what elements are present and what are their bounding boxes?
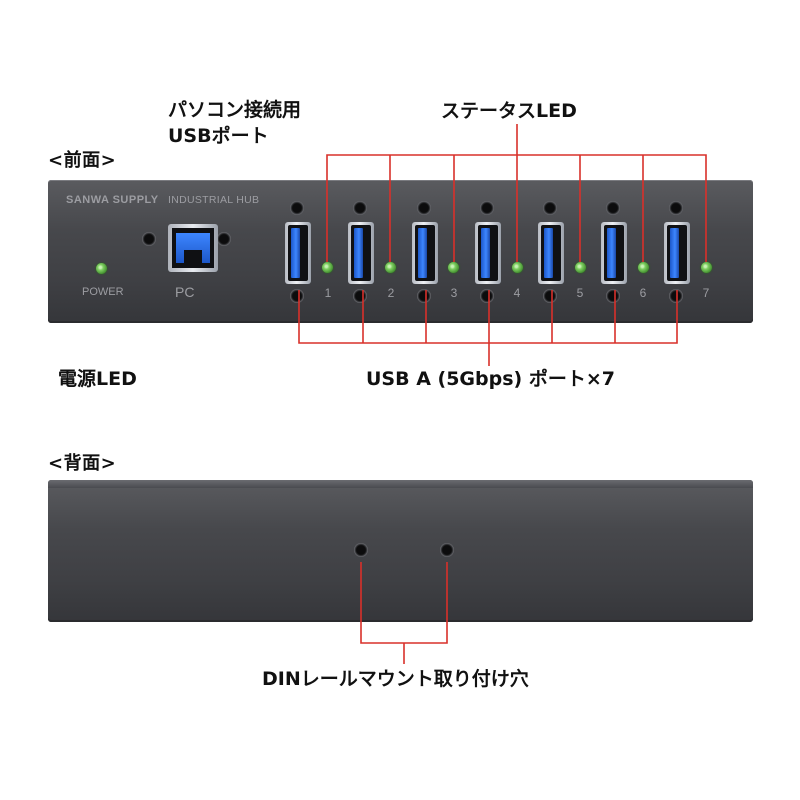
screw-hole xyxy=(606,289,620,303)
port-number-7: 7 xyxy=(702,286,710,300)
screw-hole xyxy=(290,289,304,303)
status-led-5 xyxy=(575,262,586,273)
usb-a-port-1[interactable] xyxy=(285,222,311,284)
status-led-callout: ステータスLED xyxy=(441,100,577,122)
power-led-callout: 電源LED xyxy=(58,368,137,390)
usb-a-port-4[interactable] xyxy=(475,222,501,284)
screw-hole xyxy=(417,201,431,215)
back-panel-lip xyxy=(48,480,753,488)
model-label: INDUSTRIAL HUB xyxy=(168,194,260,206)
port-number-3: 3 xyxy=(450,286,458,300)
pc-port-callout-line2: USBポート xyxy=(168,125,269,147)
usb-a-bracket xyxy=(298,290,678,344)
hub-back-panel xyxy=(48,480,753,622)
din-rail-callout: DINレールマウント取り付け穴 xyxy=(262,668,529,690)
status-led-3 xyxy=(448,262,459,273)
port-number-2: 2 xyxy=(387,286,395,300)
brand-logo: SANWA SUPPLY xyxy=(66,194,159,206)
front-heading: <前面> xyxy=(48,150,117,171)
screw-hole xyxy=(669,289,683,303)
status-led-1 xyxy=(322,262,333,273)
screw-hole xyxy=(543,201,557,215)
status-led-7 xyxy=(701,262,712,273)
din-mount-hole-right xyxy=(440,543,454,557)
screw-hole-left xyxy=(142,232,156,246)
usb-a-port-5[interactable] xyxy=(538,222,564,284)
usb-a-port-7[interactable] xyxy=(664,222,690,284)
screw-hole xyxy=(606,201,620,215)
status-led-6 xyxy=(638,262,649,273)
screw-hole-top xyxy=(290,201,304,215)
screw-hole xyxy=(353,201,367,215)
port-number-1: 1 xyxy=(324,286,332,300)
screw-hole-right xyxy=(217,232,231,246)
port-number-6: 6 xyxy=(639,286,647,300)
pc-port-callout-line1: パソコン接続用 xyxy=(168,99,302,121)
din-rail-bracket xyxy=(360,562,448,644)
screw-hole xyxy=(480,289,494,303)
usb-a-port-3[interactable] xyxy=(412,222,438,284)
usb-a-port-2[interactable] xyxy=(348,222,374,284)
power-led xyxy=(96,263,107,274)
status-led-4 xyxy=(512,262,523,273)
port-number-4: 4 xyxy=(513,286,521,300)
usb-b-port[interactable] xyxy=(168,224,218,272)
pc-label: PC xyxy=(175,284,195,300)
port-number-5: 5 xyxy=(576,286,584,300)
usb-a-port-6[interactable] xyxy=(601,222,627,284)
hub-front-panel: SANWA SUPPLY INDUSTRIAL HUB POWER PC 1 2… xyxy=(48,180,753,323)
back-heading: <背面> xyxy=(48,453,117,474)
screw-hole xyxy=(417,289,431,303)
screw-hole xyxy=(480,201,494,215)
din-mount-hole-left xyxy=(354,543,368,557)
screw-hole xyxy=(543,289,557,303)
status-led-2 xyxy=(385,262,396,273)
screw-hole xyxy=(669,201,683,215)
usb-a-callout: USB A (5Gbps) ポート×7 xyxy=(366,368,615,390)
pc-port-callout: パソコン接続用 USBポート xyxy=(168,97,301,149)
power-label: POWER xyxy=(82,286,124,298)
